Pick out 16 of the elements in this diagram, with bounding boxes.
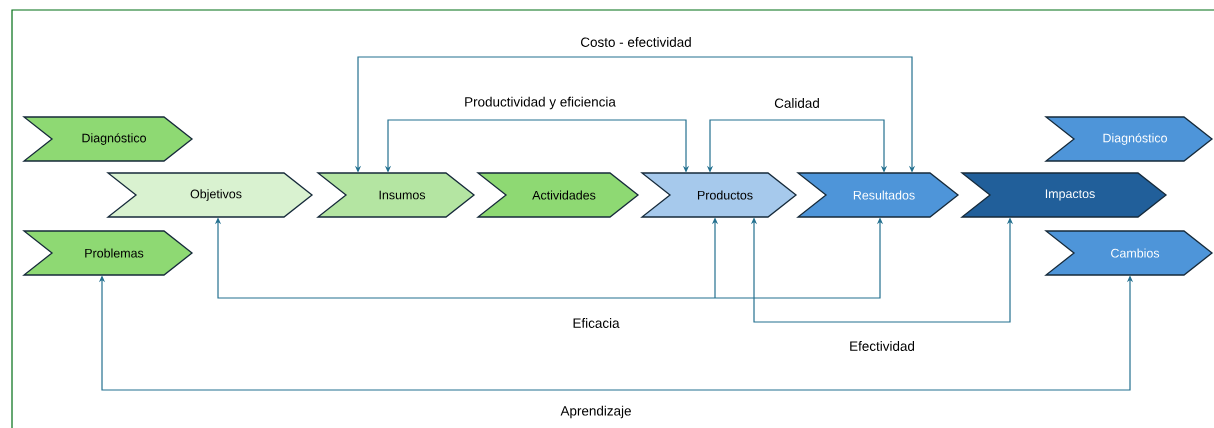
edge-label: Calidad (772, 96, 822, 110)
edge-label: Productividad y eficiencia (462, 95, 618, 111)
edge-label: Efectividad (847, 339, 917, 353)
chevron-box: Objetivos (106, 172, 314, 218)
chevron-box: Insumos (316, 172, 476, 218)
chevron-box: Resultados (796, 172, 960, 218)
chevron-box: Productos (640, 172, 798, 218)
chevron-box: Actividades (476, 172, 640, 218)
chevron-box: Cambios (1044, 230, 1214, 276)
chevron-box: Diagnóstico (1044, 116, 1214, 162)
edge-label: Eficacia (570, 316, 622, 330)
chevron-box: Diagnóstico (22, 116, 194, 162)
edge-label: Costo - efectividad (578, 35, 694, 49)
chevron-box: Problemas (22, 230, 194, 276)
edge-label: Aprendizaje (559, 404, 633, 420)
chevron-box: Impactos (960, 172, 1168, 218)
